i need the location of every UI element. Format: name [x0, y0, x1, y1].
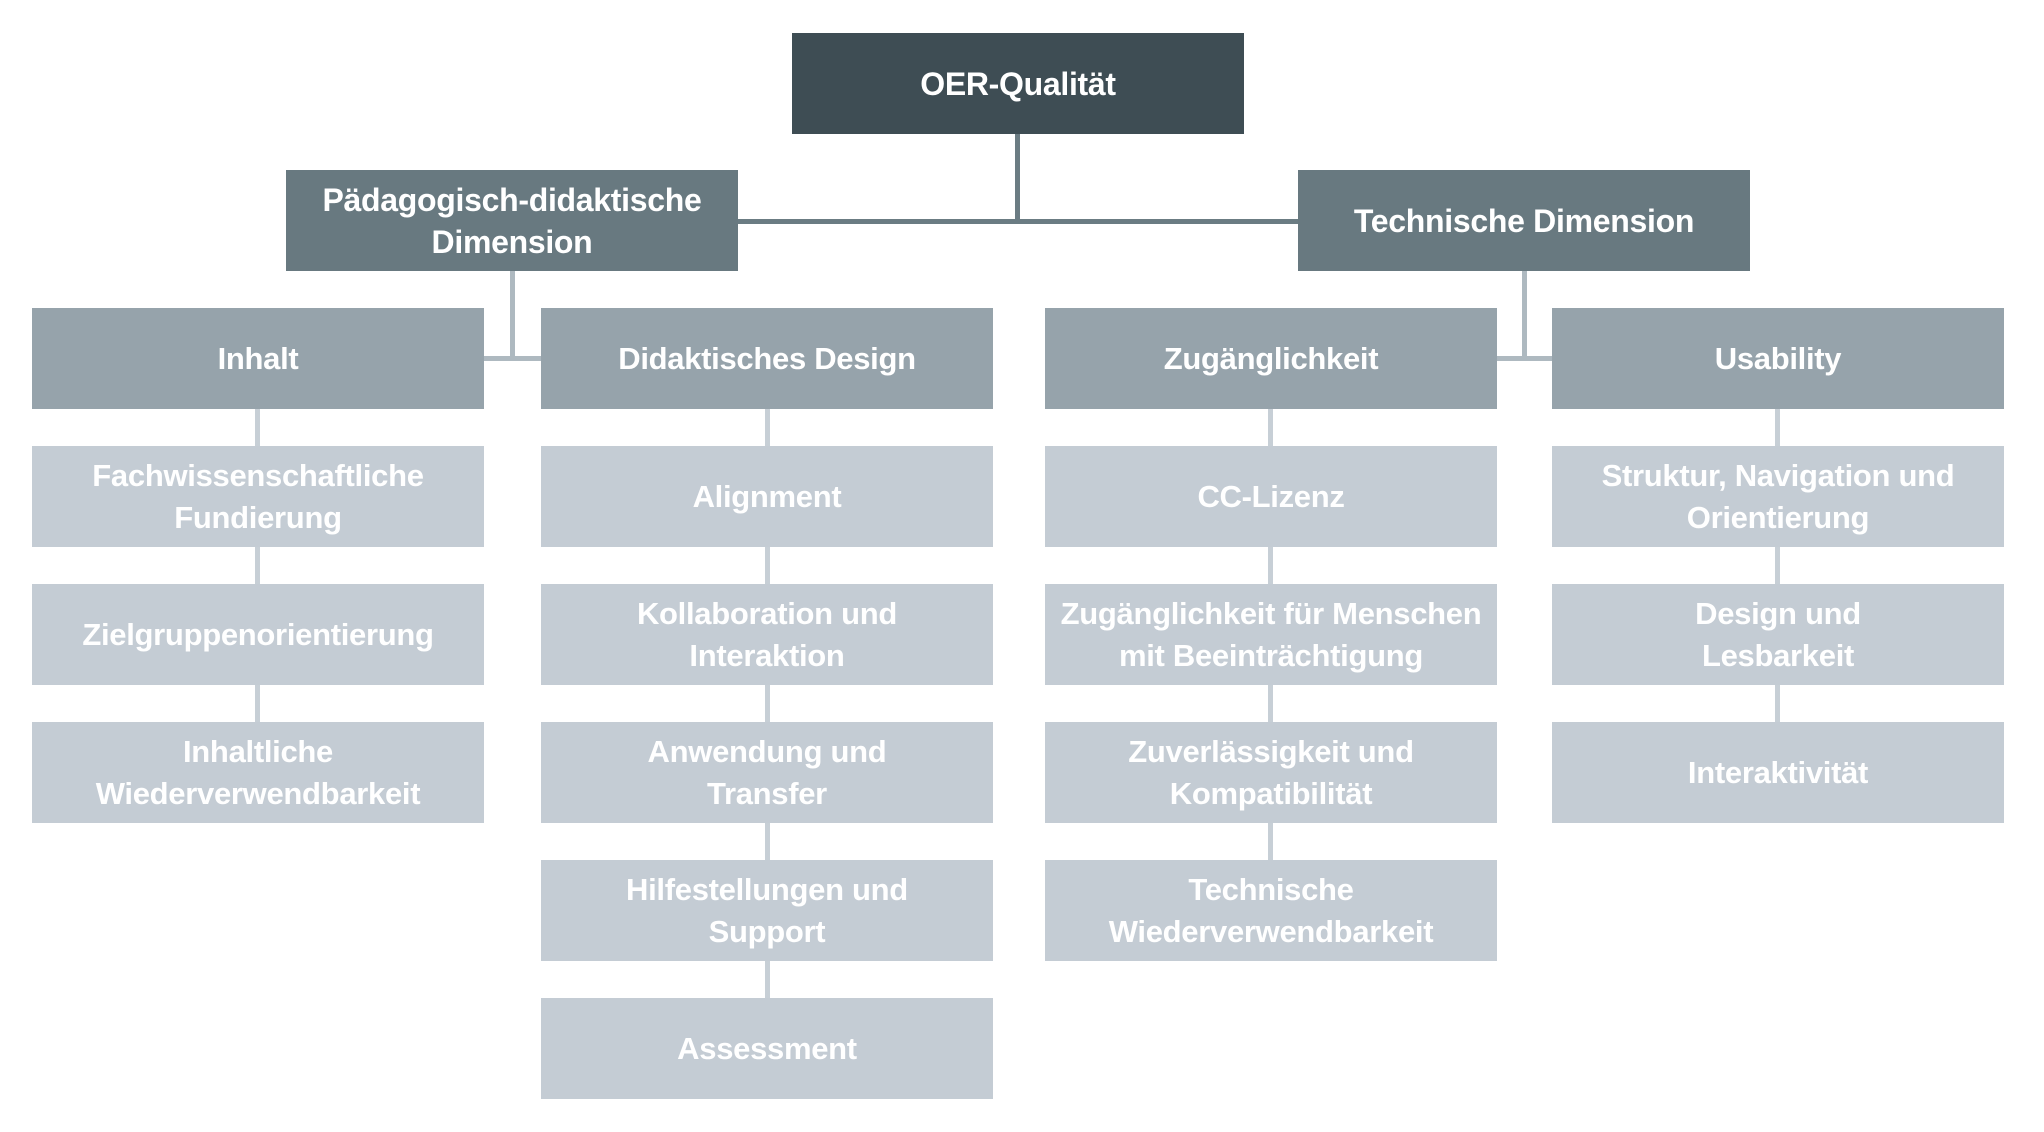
node-inhaltliche-wiederverwendbarkeit: Inhaltliche Wiederverwendbarkeit	[32, 722, 484, 823]
connector-didaktisches-1	[765, 409, 770, 446]
connector-root-vertical	[1015, 134, 1020, 224]
connector-usability-3	[1775, 685, 1780, 722]
connector-inhalt-3	[255, 685, 260, 722]
node-technische-wiederverwendbarkeit: Technische Wiederverwendbarkeit	[1045, 860, 1497, 961]
node-technische-dimension: Technische Dimension	[1298, 170, 1750, 271]
connector-zugaenglichkeit-1	[1268, 409, 1273, 446]
node-alignment: Alignment	[541, 446, 993, 547]
node-kollaboration-und-interaktion: Kollaboration und Interaktion	[541, 584, 993, 685]
node-zielgruppenorientierung: Zielgruppenorientierung	[32, 584, 484, 685]
node-oer-qualitaet: OER-Qualität	[792, 33, 1244, 134]
connector-bridge-inhalt-didaktisches	[484, 356, 541, 361]
connector-usability-1	[1775, 409, 1780, 446]
node-struktur-navigation-orientierung: Struktur, Navigation und Orientierung	[1552, 446, 2004, 547]
node-design-und-lesbarkeit: Design und Lesbarkeit	[1552, 584, 2004, 685]
node-hilfestellungen-und-support: Hilfestellungen und Support	[541, 860, 993, 961]
node-didaktisches-design: Didaktisches Design	[541, 308, 993, 409]
connector-paedagogisch-vertical	[510, 271, 515, 361]
connector-technische-vertical	[1522, 271, 1527, 361]
node-zuverlaessigkeit-und-kompatibilitaet: Zuverlässigkeit und Kompatibilität	[1045, 722, 1497, 823]
connector-didaktisches-3	[765, 685, 770, 722]
node-usability: Usability	[1552, 308, 2004, 409]
connector-zugaenglichkeit-4	[1268, 823, 1273, 860]
connector-didaktisches-2	[765, 547, 770, 584]
connector-usability-2	[1775, 547, 1780, 584]
connector-zugaenglichkeit-2	[1268, 547, 1273, 584]
connector-didaktisches-4	[765, 823, 770, 860]
node-assessment: Assessment	[541, 998, 993, 1099]
node-cc-lizenz: CC-Lizenz	[1045, 446, 1497, 547]
node-anwendung-und-transfer: Anwendung und Transfer	[541, 722, 993, 823]
connector-didaktisches-5	[765, 961, 770, 998]
connector-inhalt-2	[255, 547, 260, 584]
node-paedagogisch-didaktische-dimension: Pädagogisch-didaktische Dimension	[286, 170, 738, 271]
connector-bridge-zugaenglichkeit-usability	[1497, 356, 1552, 361]
connector-zugaenglichkeit-3	[1268, 685, 1273, 722]
node-inhalt: Inhalt	[32, 308, 484, 409]
connector-root-horizontal	[738, 219, 1298, 224]
node-zugaenglichkeit: Zugänglichkeit	[1045, 308, 1497, 409]
node-fachwissenschaftliche-fundierung: Fachwissenschaftliche Fundierung	[32, 446, 484, 547]
connector-inhalt-1	[255, 409, 260, 446]
node-interaktivitaet: Interaktivität	[1552, 722, 2004, 823]
node-zugaenglichkeit-fuer-menschen: Zugänglichkeit für Menschen mit Beeinträ…	[1045, 584, 1497, 685]
